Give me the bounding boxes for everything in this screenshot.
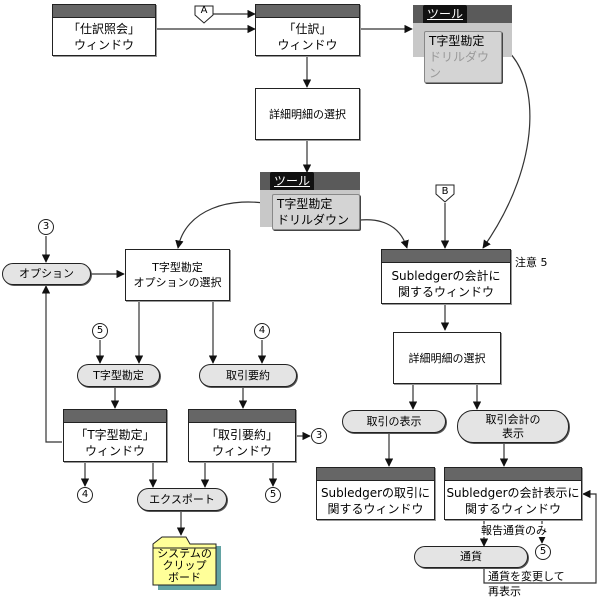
window-label-line2: ウィンドウ (73, 38, 134, 52)
menu-item-t-accounts[interactable]: T字型勘定 (429, 34, 485, 48)
pill-label: 取引要約 (226, 368, 270, 382)
menu-item-drilldown[interactable]: ドリルダウン (277, 213, 350, 227)
journal-inquiry-window[interactable]: 「仕訳照会」 ウィンドウ (52, 4, 156, 56)
connector-circle-5: 5 (535, 544, 551, 560)
activity-summary-window[interactable]: 「取引要約」 ウィンドウ (188, 409, 296, 462)
window-label-line1: 「仕訳」 (283, 22, 332, 36)
pill-label: T字型勘定 (93, 368, 144, 382)
window-label-line1: 「取引要約」 (205, 427, 278, 442)
subledger-accounting-display-window[interactable]: Subledgerの会計表示に 関するウィンドウ (444, 467, 582, 520)
show-accounting-pill[interactable]: 取引会計の 表示 (457, 410, 569, 443)
window-title-bar (189, 410, 295, 423)
options-pill[interactable]: オプション (2, 263, 91, 285)
note-5: 注意 5 (515, 256, 548, 269)
subledger-accounting-window[interactable]: Subledgerの会計に 関するウィンドウ (381, 249, 511, 304)
window-label-line2: 関するウィンドウ (327, 501, 424, 516)
offpage-connector-icon (194, 5, 214, 24)
connector-circle-5: 5 (265, 487, 281, 503)
box-label: 詳細明細の選択 (269, 107, 346, 121)
window-label-line2: ウィンドウ (277, 38, 338, 52)
reporting-currency-only-label: 報告通貨のみ (481, 524, 547, 537)
t-accounts-window[interactable]: 「T字型勘定」 ウィンドウ (63, 409, 167, 462)
window-title-bar (64, 410, 166, 423)
window-label-line1: Subledgerの取引に (320, 485, 431, 500)
window-label-line2: 関するウィンドウ (464, 501, 561, 516)
activity-summary-pill[interactable]: 取引要約 (199, 364, 297, 387)
folder-icon (152, 536, 221, 590)
window-label-line1: Subledgerの会計に (391, 268, 501, 283)
export-pill[interactable]: エクスポート (137, 488, 227, 511)
tools-menu-tab[interactable]: ツール (423, 5, 468, 23)
pill-label: 通貨 (460, 550, 482, 563)
window-title-bar (382, 250, 510, 263)
connector-circle-4: 4 (77, 487, 93, 503)
tools-menu-tab[interactable]: ツール (270, 172, 315, 190)
system-clipboard: システムの クリップ ボード (152, 536, 222, 591)
tools-menu-2[interactable]: ツール T字型勘定 ドリルダウン (260, 172, 360, 230)
tools-menu-dropdown[interactable]: T字型勘定 ドリルダウン (272, 194, 360, 230)
pill-label: エクスポート (149, 492, 215, 506)
window-label-line2: 関するウィンドウ (397, 284, 494, 299)
pill-label-line2: 表示 (502, 426, 524, 440)
offpage-connector-icon (435, 184, 455, 203)
connector-a-label: A (200, 5, 208, 16)
box-label-line1: T字型勘定 (152, 261, 203, 274)
menu-item-t-accounts[interactable]: T字型勘定 (277, 197, 333, 211)
menu-item-drilldown[interactable]: ドリルダウン (429, 50, 490, 80)
window-label-line1: Subledgerの会計表示に (446, 485, 580, 500)
journals-window[interactable]: 「仕訳」 ウィンドウ (255, 4, 360, 56)
window-label-line1: 「T字型勘定」 (75, 427, 155, 442)
pill-label-line1: 取引会計の (485, 412, 541, 426)
show-transaction-pill[interactable]: 取引の表示 (342, 410, 446, 433)
clipboard-label-line1: システムの (157, 547, 212, 560)
tools-menu-1[interactable]: ツール T字型勘定 ドリルダウン (413, 5, 512, 83)
connector-a: A (194, 5, 214, 24)
currency-pill[interactable]: 通貨 (414, 546, 528, 568)
pill-label: 取引の表示 (366, 414, 422, 428)
window-label-line1: 「仕訳照会」 (67, 22, 140, 36)
select-detail-box-1: 詳細明細の選択 (255, 88, 360, 140)
box-label: 詳細明細の選択 (408, 351, 486, 365)
change-currency-label-line1: 通貨を変更して (488, 570, 565, 583)
connector-b-label: B (441, 186, 449, 197)
connector-circle-3: 3 (38, 219, 54, 235)
connector-circle-4: 4 (254, 323, 270, 339)
clipboard-label: システムの クリップ ボード (153, 548, 216, 584)
pill-label: オプション (19, 267, 74, 280)
box-label-line2: オプションの選択 (133, 276, 222, 289)
t-account-options-box: T字型勘定 オプションの選択 (125, 249, 230, 301)
tools-menu-dropdown[interactable]: T字型勘定 ドリルダウン (424, 31, 502, 83)
t-accounts-pill[interactable]: T字型勘定 (77, 364, 160, 387)
window-title-bar (256, 5, 359, 18)
subledger-transaction-window[interactable]: Subledgerの取引に 関するウィンドウ (316, 467, 435, 520)
window-label-line2: ウィンドウ (84, 443, 145, 458)
window-title-bar (53, 5, 155, 18)
clipboard-label-line3: ボード (168, 571, 201, 584)
connector-b: B (435, 184, 455, 203)
connector-circle-5: 5 (92, 323, 108, 339)
select-detail-box-2: 詳細明細の選択 (393, 332, 501, 384)
window-label-line2: ウィンドウ (211, 443, 272, 458)
connector-circle-3: 3 (311, 428, 327, 444)
window-title-bar (317, 468, 434, 481)
clipboard-label-line2: クリップ (162, 559, 207, 572)
change-currency-label-line2: 再表示 (488, 585, 521, 598)
window-title-bar (445, 468, 581, 481)
